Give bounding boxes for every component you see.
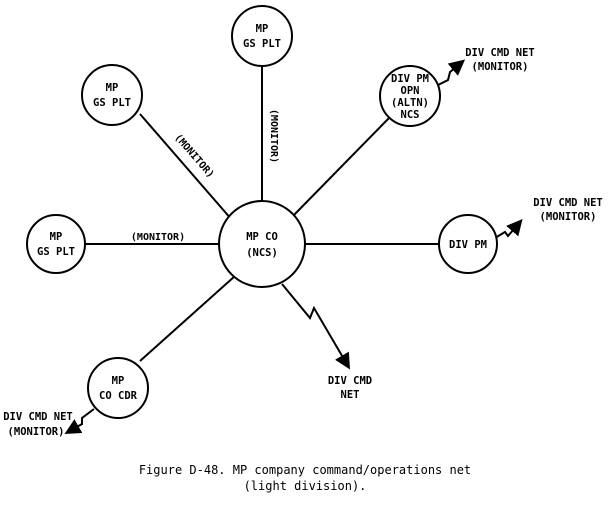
link-lower-left bbox=[139, 275, 236, 362]
lightning-upper-right bbox=[431, 59, 466, 89]
node-upper-right-circle bbox=[379, 65, 441, 127]
link-top-label: (MONITOR) bbox=[268, 109, 279, 163]
node-right-circle bbox=[438, 214, 498, 274]
link-left-label: (MONITOR) bbox=[131, 232, 185, 243]
node-top-line-1: MP bbox=[256, 23, 269, 35]
node-upper-right-line-3: (ALTN) bbox=[391, 97, 429, 109]
ext-bottom-line-1: DIV CMD bbox=[328, 375, 372, 387]
node-upper-left-line-1: MP bbox=[106, 82, 119, 94]
node-upper-left-line-2: GS PLT bbox=[93, 97, 131, 109]
node-center-circle bbox=[218, 200, 306, 288]
node-upper-right-line-4: NCS bbox=[401, 109, 420, 121]
lightning-right bbox=[489, 218, 523, 242]
node-lower-left-line-2: CO CDR bbox=[99, 390, 138, 402]
link-upper-left bbox=[139, 113, 233, 221]
ext-bottom-line-2: NET bbox=[341, 389, 360, 401]
caption-line-1: Figure D-48. MP company command/operatio… bbox=[138, 463, 472, 477]
ext-right-line-1: DIV CMD NET bbox=[533, 197, 603, 209]
node-top-line-2: GS PLT bbox=[243, 38, 281, 50]
node-left-line-1: MP bbox=[50, 231, 63, 243]
node-upper-right-line-1: DIV PM bbox=[391, 73, 429, 85]
ext-upper-right-line-1: DIV CMD NET bbox=[465, 47, 535, 59]
ext-lower-left-line-2: (MONITOR) bbox=[8, 426, 65, 438]
figure-caption: Figure D-48. MP company command/operatio… bbox=[0, 462, 610, 494]
lightning-bottom bbox=[281, 283, 351, 370]
node-right-line-1: DIV PM bbox=[449, 239, 487, 251]
node-lower-left-line-1: MP bbox=[112, 375, 125, 387]
node-left-line-2: GS PLT bbox=[37, 246, 75, 258]
link-upper-left-label: (MONITOR) bbox=[172, 132, 216, 180]
node-center-line-1: MP CO bbox=[246, 231, 278, 243]
node-top-circle bbox=[231, 5, 293, 67]
lightning-lower-left bbox=[64, 408, 95, 434]
link-upper-right bbox=[291, 116, 391, 218]
node-upper-right-line-2: OPN bbox=[401, 85, 420, 97]
ext-lower-left-line-1: DIV CMD NET bbox=[3, 411, 73, 423]
node-upper-left-circle bbox=[81, 64, 143, 126]
node-left-circle bbox=[26, 214, 86, 274]
node-center-line-2: (NCS) bbox=[246, 247, 278, 259]
caption-line-2: (light division). bbox=[243, 479, 367, 493]
node-lower-left-circle bbox=[87, 357, 149, 419]
ext-upper-right-line-2: (MONITOR) bbox=[472, 61, 529, 73]
ext-right-line-2: (MONITOR) bbox=[540, 211, 597, 223]
